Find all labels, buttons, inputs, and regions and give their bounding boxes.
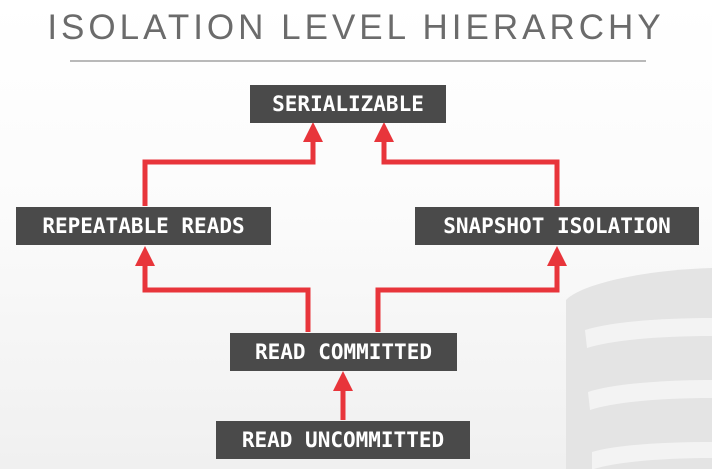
node-snapshot-isolation: SNAPSHOT ISOLATION [415, 207, 699, 245]
node-repeatable-reads: REPEATABLE READS [16, 207, 271, 245]
arrow-committed-to-snapshot [375, 245, 567, 332]
node-read-committed: READ COMMITTED [230, 333, 457, 371]
arrow-committed-to-repeatable [135, 245, 311, 332]
node-read-uncommitted: READ UNCOMMITTED [216, 421, 470, 459]
title-underline [70, 60, 646, 62]
arrow-repeatable-to-serializable [142, 121, 323, 206]
arrow-snapshot-to-serializable [374, 121, 560, 206]
node-serializable: SERIALIZABLE [250, 85, 446, 123]
page-title: ISOLATION LEVEL HIERARCHY [47, 8, 665, 47]
